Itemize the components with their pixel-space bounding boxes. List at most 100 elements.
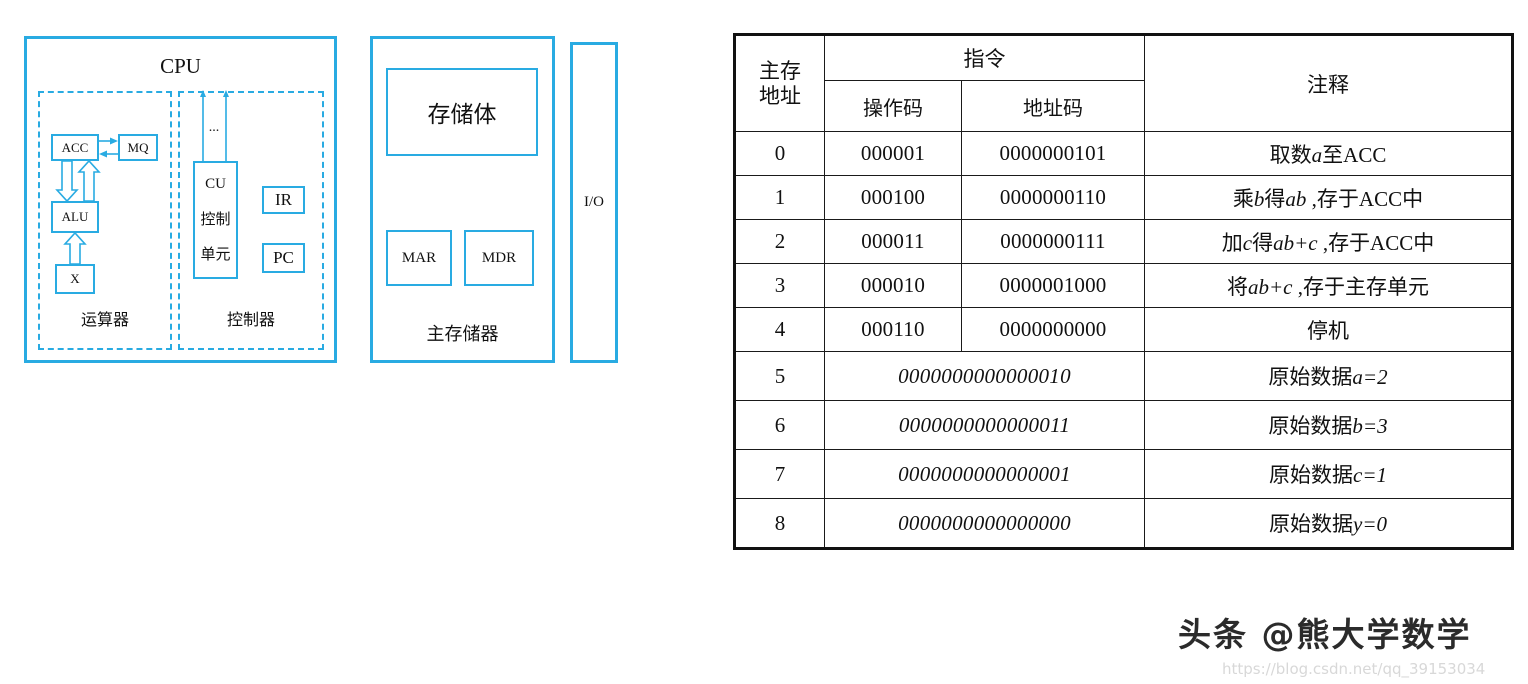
watermark-url: https://blog.csdn.net/qq_39153034 [1222, 660, 1486, 678]
io-block [570, 42, 618, 363]
cell-address: 7 [734, 449, 825, 499]
main-memory-label: 主存储器 [426, 324, 499, 344]
header-address-line2: 地址 [759, 83, 801, 108]
cell-address: 1 [734, 175, 825, 220]
cell-address: 4 [734, 307, 825, 352]
mar-register-box [386, 230, 452, 286]
header-main-memory-address: 主存 地址 [734, 34, 825, 132]
note-text: ,存于ACC中 [1317, 230, 1435, 255]
cell-address-code: 0000000111 [961, 219, 1145, 264]
note-text: 原始数据 [1269, 463, 1353, 487]
ir-register-box [262, 186, 305, 214]
cell-opcode: 000010 [824, 263, 962, 308]
note-variable: b [1253, 186, 1265, 211]
note-text: 将 [1227, 274, 1248, 299]
cpu-title: CPU [160, 54, 201, 78]
note-variable: c=1 [1353, 463, 1387, 487]
cell-note: 原始数据b=3 [1144, 400, 1513, 450]
note-text: 乘 [1232, 186, 1254, 211]
note-text: 取数 [1269, 142, 1312, 167]
header-instruction: 指令 [824, 34, 1145, 81]
cell-note: 原始数据a=2 [1144, 351, 1513, 401]
cell-address-code: 0000000110 [961, 175, 1145, 220]
alu-box [51, 201, 99, 233]
control-group-boundary [178, 91, 324, 350]
alu-group-label: 运算器 [80, 312, 129, 329]
note-text: 至ACC [1322, 142, 1387, 167]
cell-note: 停机 [1144, 307, 1513, 352]
cell-address: 6 [734, 400, 825, 450]
cell-address-code: 0000000000 [961, 307, 1145, 352]
cell-data-value: 0000000000000011 [824, 400, 1145, 450]
cell-note: 取数a至ACC [1144, 131, 1513, 176]
cell-note: 乘b得ab ,存于ACC中 [1144, 175, 1513, 220]
cell-opcode: 000011 [824, 219, 962, 264]
cell-opcode: 000001 [824, 131, 962, 176]
note-text: 加 [1221, 230, 1243, 255]
note-variable: y=0 [1353, 512, 1387, 536]
cell-address-code: 0000000101 [961, 131, 1145, 176]
note-variable: ab+c [1248, 274, 1293, 299]
mq-register-box [118, 134, 158, 161]
header-address-line1: 主存 [759, 58, 801, 83]
cell-data-value: 0000000000000010 [824, 351, 1145, 401]
note-variable: a [1311, 142, 1323, 167]
cell-note: 加c得ab+c ,存于ACC中 [1144, 219, 1513, 264]
cell-note: 将ab+c ,存于主存单元 [1144, 263, 1513, 308]
note-text: 停机 [1307, 318, 1349, 343]
cell-address: 5 [734, 351, 825, 401]
note-variable: ab [1285, 186, 1307, 211]
pc-register-box [262, 243, 305, 273]
alu-group-boundary [38, 91, 172, 350]
cell-address: 0 [734, 131, 825, 176]
diagram-connectors: ... [55, 90, 229, 265]
cell-note: 原始数据y=0 [1144, 498, 1513, 549]
note-variable: c [1242, 230, 1253, 255]
note-text: 原始数据 [1268, 414, 1353, 438]
x-register-box [55, 264, 95, 294]
note-text: 原始数据 [1268, 365, 1353, 389]
cu-ellipsis-label: ... [209, 120, 220, 135]
cu-box [193, 161, 238, 279]
cell-note: 原始数据c=1 [1144, 449, 1513, 499]
cell-address-code: 0000001000 [961, 263, 1145, 308]
note-variable: a=2 [1352, 365, 1388, 389]
cell-address: 8 [734, 498, 825, 549]
cell-opcode: 000100 [824, 175, 962, 220]
note-variable: ab+c [1273, 230, 1318, 255]
cell-data-value: 0000000000000000 [824, 498, 1145, 549]
architecture-diagram: CPU ... ACC MQ ALU X CU 控制 单元 IR [0, 0, 700, 400]
header-note: 注释 [1144, 34, 1513, 132]
control-group-label: 控制器 [226, 312, 275, 329]
note-text: 得 [1264, 186, 1286, 211]
mdr-register-box [464, 230, 534, 286]
note-text: 原始数据 [1269, 512, 1353, 536]
cell-address: 2 [734, 219, 825, 264]
table-header-row-1: 主存 地址 指令 注释 [734, 34, 1513, 132]
cell-address: 3 [734, 263, 825, 308]
table-header-row-2: 操作码 地址码 [735, 80, 1513, 132]
storage-body-box [386, 68, 538, 156]
note-text: ,存于主存单元 [1292, 274, 1429, 299]
header-address-code: 地址码 [961, 80, 1145, 132]
watermark-text: 头条 @熊大学数学 [1178, 615, 1472, 654]
cell-opcode: 000110 [824, 307, 962, 352]
cell-data-value: 0000000000000001 [824, 449, 1145, 499]
table-head: 主存 地址 指令 注释 操作码 地址码 [734, 34, 1513, 132]
acc-register-box [51, 134, 99, 161]
note-variable: b=3 [1352, 414, 1388, 438]
note-text: 得 [1252, 230, 1274, 255]
header-opcode: 操作码 [824, 80, 962, 132]
